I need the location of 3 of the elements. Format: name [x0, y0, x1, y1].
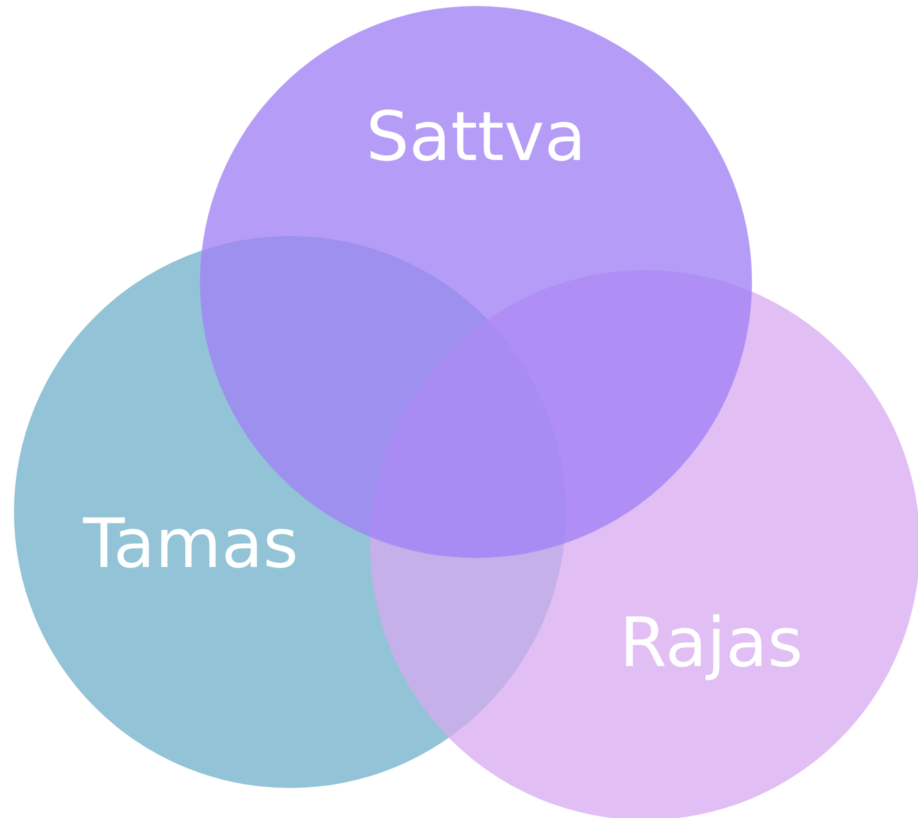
circle-label: Sattva	[366, 104, 586, 172]
circle-label: Tamas	[83, 511, 298, 580]
circle-label: Rajas	[620, 610, 803, 678]
